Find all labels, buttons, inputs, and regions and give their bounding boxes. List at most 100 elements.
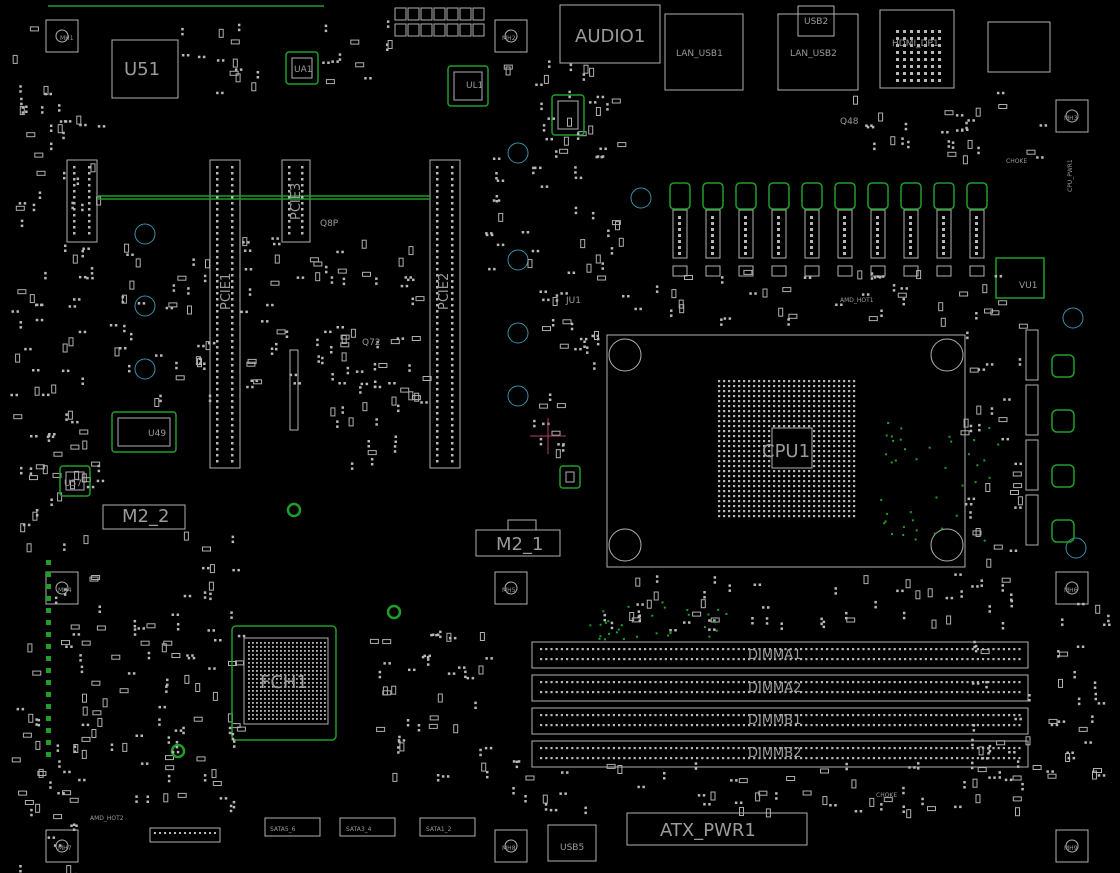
cpu-pin [803,490,806,493]
vrm-pad [909,240,912,243]
dimm-pin [841,714,844,717]
dimm-pin [774,714,777,717]
dimm-pin [857,658,860,661]
fch-ball [292,690,294,692]
smd-pad [80,665,84,669]
cpu-pin [738,405,741,408]
smd-part [24,800,34,805]
m2-latch [507,519,537,531]
fch-ball [292,666,294,668]
via [885,453,888,456]
sata-outline [264,817,321,837]
cpu-pin [783,395,786,398]
smd-pad [976,585,979,588]
dimm-pin [961,714,964,717]
cpu-pin [733,420,736,423]
via [663,606,666,609]
smd-part [22,732,32,738]
smd-part [1047,773,1057,779]
cpu-pin [733,440,736,443]
cpu-pin [728,495,731,498]
cpu-pin [773,380,776,383]
smd-part [869,797,875,807]
dimm-pin [581,681,584,684]
smd-part [960,430,970,436]
smd-pad [336,420,339,423]
cpu-pin [748,470,751,473]
dimm-pin [581,658,584,661]
smd-pad [208,394,212,398]
pcie-pin [231,214,234,217]
smd-pad [1107,614,1110,618]
smd-pad [175,361,178,365]
fch-ball [300,694,302,696]
fch-ball [312,646,314,648]
cpu-pin [798,390,801,393]
smd-pad [96,479,100,483]
dimm-pin [794,747,797,750]
cpu-pin [758,405,761,408]
fch-ball [320,666,322,668]
cpu-pin [783,380,786,383]
smd-pad [266,303,269,307]
smd-pad [65,645,68,648]
ic-green-outline [551,94,585,136]
dimm-pin [659,681,662,684]
cpu-pin [793,495,796,498]
smd-pad [370,458,374,461]
cpu-pin [838,485,841,488]
top-header-pin [433,7,446,21]
fch-ball [252,694,254,696]
cpu-pin [748,390,751,393]
smd-pad [987,752,990,755]
hdmi-pin [931,79,934,82]
smd-part [251,82,257,92]
smd-pad [73,298,76,301]
fch-ball [312,714,314,716]
vrm-pad [843,252,846,255]
smd-pad [19,870,22,873]
smd-pad [375,277,378,280]
smd-part [562,319,572,325]
board-hole [134,223,156,245]
pcie-pin [451,226,454,229]
smd-part [34,152,44,158]
pcie-pin [451,334,454,337]
smd-pad [426,655,430,659]
smd-pad [140,734,143,737]
via [976,464,979,467]
pcie-pin [216,406,219,409]
cpu-pin [718,470,721,473]
pcie-pin [216,214,219,217]
smd-pad [1077,697,1081,701]
cpu-pin [718,510,721,513]
smd-pad [119,347,122,350]
pcie-pin [231,196,234,199]
smd-pad [81,203,84,207]
dimm-pin [696,658,699,661]
fch-ball [272,674,274,676]
pcie-pin [451,340,454,343]
fch-ball [260,678,262,680]
pcie-pin [231,286,234,289]
cpu-pin [768,480,771,483]
fch-ball [264,654,266,656]
cpu-pin [778,510,781,513]
fch-ball [296,642,298,644]
fch-ball [304,642,306,644]
cpu-pin [828,455,831,458]
cpu-pin [828,380,831,383]
pcie-pin [451,370,454,373]
pcie-pin [288,172,291,175]
smd-pad [324,24,328,28]
pcie-pin [231,256,234,259]
pcie-pin [231,304,234,307]
pcie-pin [451,352,454,355]
dimm-pin [550,681,553,684]
dimm-pin [904,747,907,750]
smd-pad [21,707,25,711]
smd-pad [81,382,84,385]
smd-part [947,151,957,157]
vrm-pad [975,228,978,231]
header-pin [88,166,91,169]
